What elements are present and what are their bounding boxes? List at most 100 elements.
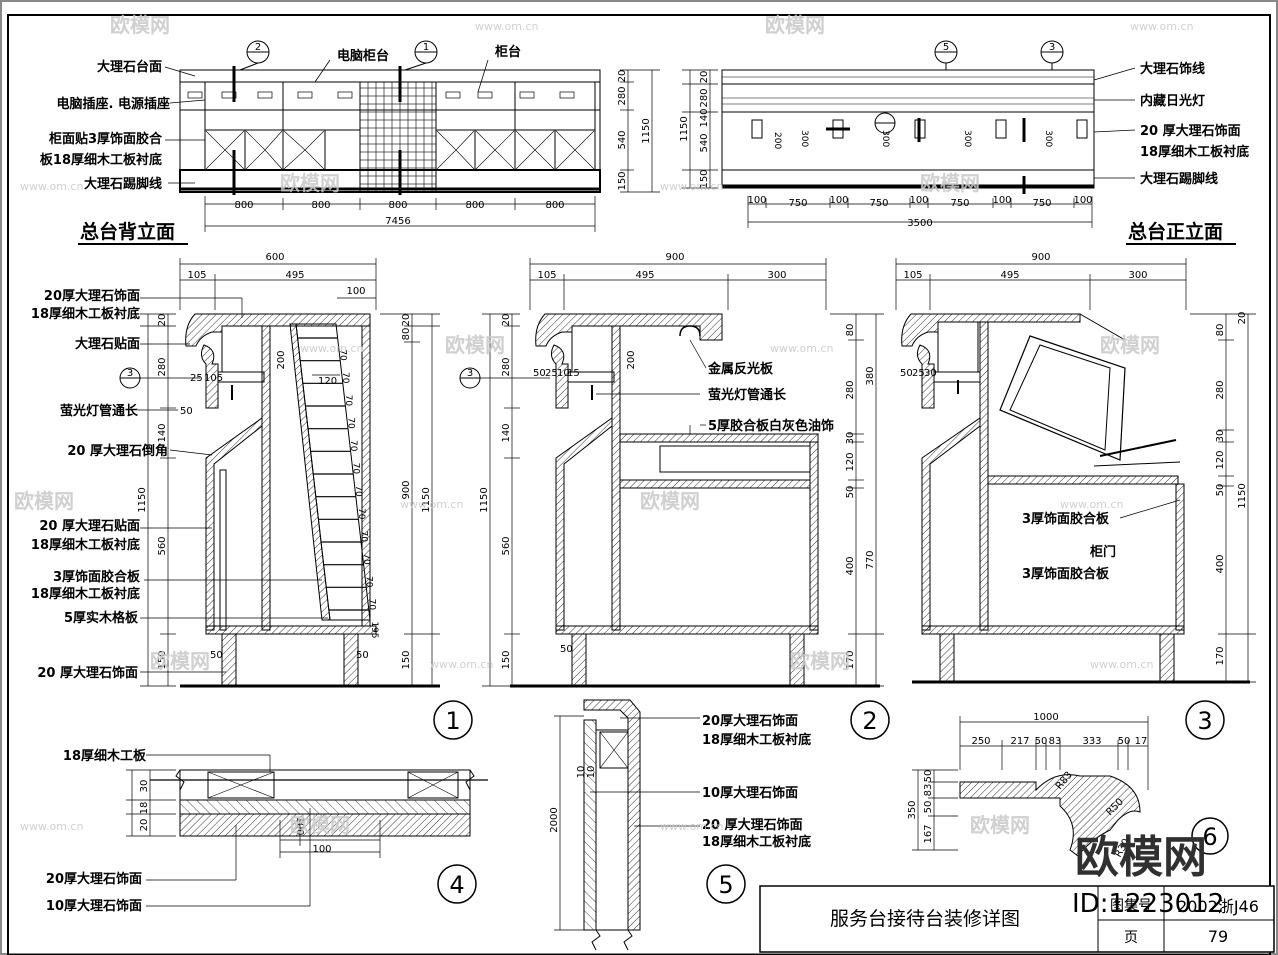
tb-page-label: 页 [1124, 930, 1138, 946]
dim-b3: 800 [388, 200, 407, 211]
s6-top-total: 1000 [1033, 712, 1058, 723]
s6-top-250: 250 [971, 736, 990, 747]
watermarks: 欧模网 www.om.cn 欧模网 www.om.cn 欧模网 www.om.c… [14, 13, 1193, 837]
dim-r3: 540 [617, 130, 628, 149]
s3-top-total: 900 [1031, 252, 1050, 263]
s1-label-10: 5厚实木格板 [64, 610, 139, 626]
slat-dim: 70 [358, 531, 368, 543]
s5-label-5: 18厚细木工板衬底 [702, 834, 811, 850]
s3-r-170: 170 [1215, 646, 1226, 665]
s5-label-1: 20厚大理石饰面 [702, 713, 798, 729]
section-3: 900 105 495 300 50 25 30 [895, 252, 1256, 740]
s1-top-105: 105 [187, 270, 206, 281]
s2-l-560: 560 [501, 536, 512, 555]
dim-fl6: 1150 [679, 116, 690, 141]
dim-b4: 800 [465, 200, 484, 211]
front-elevation: 200 300 300 300 300 5 3 大理石饰线 内藏日光灯 20 厚… [679, 40, 1249, 245]
label-kick-back: 大理石踢脚线 [84, 176, 162, 192]
s1-r-150: 150 [401, 650, 412, 669]
s6-top-217: 217 [1010, 736, 1029, 747]
dim-fl1: 20 [699, 71, 710, 84]
dim-fl4: 540 [699, 133, 710, 152]
section-number-1: 1 [445, 707, 460, 735]
s6-top-333: 333 [1082, 736, 1101, 747]
section-number-6: 6 [1202, 823, 1217, 851]
watermark-brand: 欧模网 [150, 649, 210, 673]
s2-top-105: 105 [537, 270, 556, 281]
s3-top-300: 300 [1128, 270, 1147, 281]
dim-b1: 800 [234, 200, 253, 211]
s3-top-495: 495 [1000, 270, 1019, 281]
front-inner-dim-2: 300 [799, 130, 809, 147]
s3-r-1150: 1150 [1237, 483, 1248, 508]
s1-label-9: 18厚细木工板衬底 [31, 586, 140, 602]
slat-dim: 195 [369, 621, 379, 638]
tb-set-label: 图集号 [1110, 897, 1152, 914]
s1-inner-200: 200 [276, 350, 287, 369]
s2-top-495: 495 [635, 270, 654, 281]
watermark-brand: 欧模网 [790, 649, 850, 673]
watermark-brand: 欧模网 [445, 333, 505, 357]
s5-label-2: 18厚细木工板衬底 [702, 732, 811, 748]
s2-l-1150: 1150 [479, 487, 490, 512]
watermark-url: www.om.cn [1060, 498, 1123, 511]
label-marble-line: 大理石饰线 [1140, 61, 1205, 77]
s3-label-1: 3厚饰面胶合板 [1022, 511, 1110, 527]
slat-dim: 70 [345, 417, 355, 429]
front-inner-dim-5: 300 [1043, 130, 1053, 147]
label-kick-front: 大理石踢脚线 [1140, 171, 1218, 187]
label-finish-2: 板18厚细木工板衬底 [40, 152, 162, 168]
slat-dim: 70 [356, 508, 366, 520]
s2-l-150: 150 [501, 650, 512, 669]
s1-inner-105: 105 [204, 373, 223, 384]
slat-dim: 70 [353, 485, 363, 497]
s5-dim-10b: 10 [586, 766, 597, 779]
watermark-url: www.om.cn [300, 342, 363, 355]
s1-label-5: 20 厚大理石倒角 [67, 443, 168, 459]
s1-r-900: 900 [401, 480, 412, 499]
s4-dim-20: 20 [139, 819, 150, 832]
s4-label-3: 10厚大理石饰面 [46, 898, 142, 914]
s2-top-300: 300 [767, 270, 786, 281]
s3-inner-50: 50 [900, 368, 913, 379]
watermark-brand: 欧模网 [280, 171, 340, 195]
front-elevation-title: 总台正立面 [1128, 220, 1223, 243]
label-hidden-light: 内藏日光灯 [1140, 93, 1205, 109]
dim-fl2: 280 [699, 88, 710, 107]
s1-inner-50: 50 [180, 406, 193, 417]
s2-r-170: 170 [845, 650, 856, 669]
s1-top-495: 495 [285, 270, 304, 281]
s1-l-150: 150 [157, 650, 168, 669]
s1-l-140: 140 [157, 423, 168, 442]
watermark-url: www.om.cn [475, 20, 538, 33]
s6-l-50b: 50 [923, 770, 934, 783]
s3-r-120: 120 [1215, 450, 1226, 469]
s5-label-3: 10厚大理石饰面 [702, 785, 798, 801]
s3-r-400: 400 [1215, 554, 1226, 573]
s5-dim-2000: 2000 [549, 807, 560, 832]
slat-dim: 70 [351, 463, 361, 475]
s6-top-50b: 50 [1118, 736, 1131, 747]
watermark-url: www.om.cn [1130, 20, 1193, 33]
tb-set-value: 2002浙J46 [1177, 897, 1259, 916]
s2-r-50: 50 [845, 486, 856, 499]
s1-inner-120: 120 [318, 376, 337, 387]
dim-fl3: 140 [699, 108, 710, 127]
s3-r-80: 80 [1215, 324, 1226, 337]
watermark-brand: 欧模网 [970, 813, 1030, 837]
s2-top-total: 900 [665, 252, 684, 263]
slat-dim: 70 [343, 395, 353, 407]
watermark-url: www.om.cn [660, 820, 723, 833]
s6-top-50: 50 [1035, 736, 1048, 747]
dim-fb8: 750 [1032, 198, 1051, 209]
dim-fb6: 750 [950, 198, 969, 209]
s3-label-2: 柜门 [1089, 544, 1116, 560]
s2-inner-200: 200 [626, 350, 637, 369]
back-elevation-title: 总台背立面 [80, 220, 175, 243]
s2-r-120: 120 [845, 452, 856, 471]
label-sockets: 电脑插座. 电源插座 [57, 96, 170, 112]
s1-label-7: 18厚细木工板衬底 [31, 537, 140, 553]
watermark-brand: 欧模网 [14, 489, 74, 513]
dim-fl5: 150 [699, 169, 710, 188]
s2-r-770: 770 [865, 550, 876, 569]
